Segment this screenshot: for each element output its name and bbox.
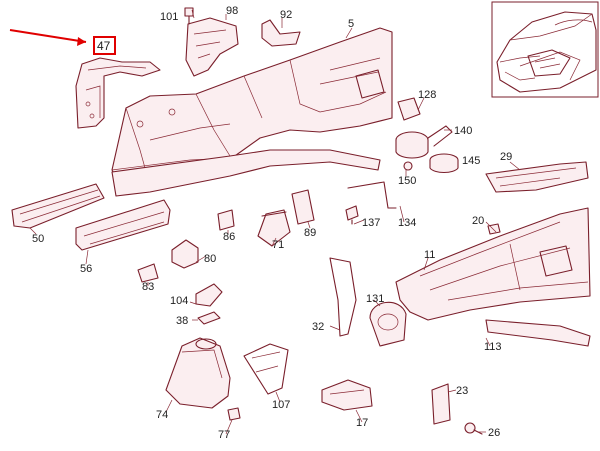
highlight-callout-47[interactable]: 47 — [9, 29, 116, 55]
part-38[interactable] — [197, 311, 221, 325]
part-77[interactable] — [227, 407, 241, 421]
label-11[interactable]: 11 — [424, 249, 435, 261]
part-20[interactable] — [487, 223, 501, 235]
label-50[interactable]: 50 — [32, 233, 44, 245]
part-150[interactable] — [403, 161, 413, 171]
label-137[interactable]: 137 — [362, 217, 380, 229]
label-104[interactable]: 104 — [170, 295, 188, 307]
label-92[interactable]: 92 — [280, 9, 292, 21]
label-107[interactable]: 107 — [272, 399, 290, 411]
part-5[interactable] — [111, 27, 393, 193]
label-86[interactable]: 86 — [223, 231, 235, 243]
label-71[interactable]: 71 — [272, 239, 284, 251]
label-140[interactable]: 140 — [454, 125, 472, 137]
part-71[interactable] — [257, 209, 291, 247]
part-134[interactable] — [347, 181, 397, 209]
label-128[interactable]: 128 — [418, 89, 436, 101]
part-140[interactable] — [395, 125, 453, 159]
part-107[interactable] — [243, 343, 289, 395]
part-128[interactable] — [397, 97, 421, 121]
part-labels: 101 98 92 5 128 140 145 150 29 50 56 86 … — [32, 5, 512, 441]
part-29[interactable] — [485, 161, 589, 193]
label-83[interactable]: 83 — [142, 281, 154, 293]
part-113[interactable] — [485, 319, 591, 347]
part-50[interactable] — [11, 183, 105, 229]
front-lower-rail[interactable] — [111, 149, 381, 197]
part-17[interactable] — [321, 379, 373, 411]
label-89[interactable]: 89 — [304, 227, 316, 239]
part-83[interactable] — [137, 263, 159, 283]
part-101[interactable] — [184, 7, 194, 25]
part-74[interactable] — [165, 337, 231, 409]
label-56[interactable]: 56 — [80, 263, 92, 275]
highlight-box — [93, 36, 116, 55]
label-150[interactable]: 150 — [398, 175, 416, 187]
label-23[interactable]: 23 — [456, 385, 468, 397]
label-145[interactable]: 145 — [462, 155, 480, 167]
label-131[interactable]: 131 — [366, 293, 384, 305]
car-inset-view — [491, 1, 599, 98]
arrow-head-icon — [77, 37, 86, 46]
part-92[interactable] — [261, 19, 301, 47]
part-131[interactable] — [369, 301, 407, 347]
label-20[interactable]: 20 — [472, 215, 484, 227]
part-104[interactable] — [195, 283, 223, 307]
label-98[interactable]: 98 — [226, 5, 238, 17]
part-98[interactable] — [185, 17, 239, 77]
part-32[interactable] — [329, 257, 357, 337]
part-86[interactable] — [217, 209, 235, 231]
part-80[interactable] — [171, 239, 199, 269]
label-29[interactable]: 29 — [500, 151, 512, 163]
label-74[interactable]: 74 — [156, 409, 168, 421]
part-137[interactable] — [345, 205, 359, 225]
part-11[interactable] — [395, 207, 591, 321]
part-26[interactable] — [464, 422, 483, 435]
part-56[interactable] — [75, 199, 171, 251]
label-134[interactable]: 134 — [398, 217, 416, 229]
part-23[interactable] — [431, 383, 451, 425]
label-77[interactable]: 77 — [218, 429, 230, 441]
label-38[interactable]: 38 — [176, 315, 188, 327]
part-89[interactable] — [291, 189, 315, 225]
label-80[interactable]: 80 — [204, 253, 216, 265]
part-145[interactable] — [429, 153, 459, 174]
label-5[interactable]: 5 — [348, 18, 354, 30]
label-26[interactable]: 26 — [488, 427, 500, 439]
highlight-label: 47 — [97, 39, 111, 53]
part-47[interactable] — [75, 57, 161, 129]
label-17[interactable]: 17 — [356, 417, 368, 429]
label-101[interactable]: 101 — [160, 11, 178, 23]
leader-lines — [29, 9, 521, 435]
label-32[interactable]: 32 — [312, 321, 324, 333]
label-113[interactable]: 113 — [484, 341, 502, 353]
